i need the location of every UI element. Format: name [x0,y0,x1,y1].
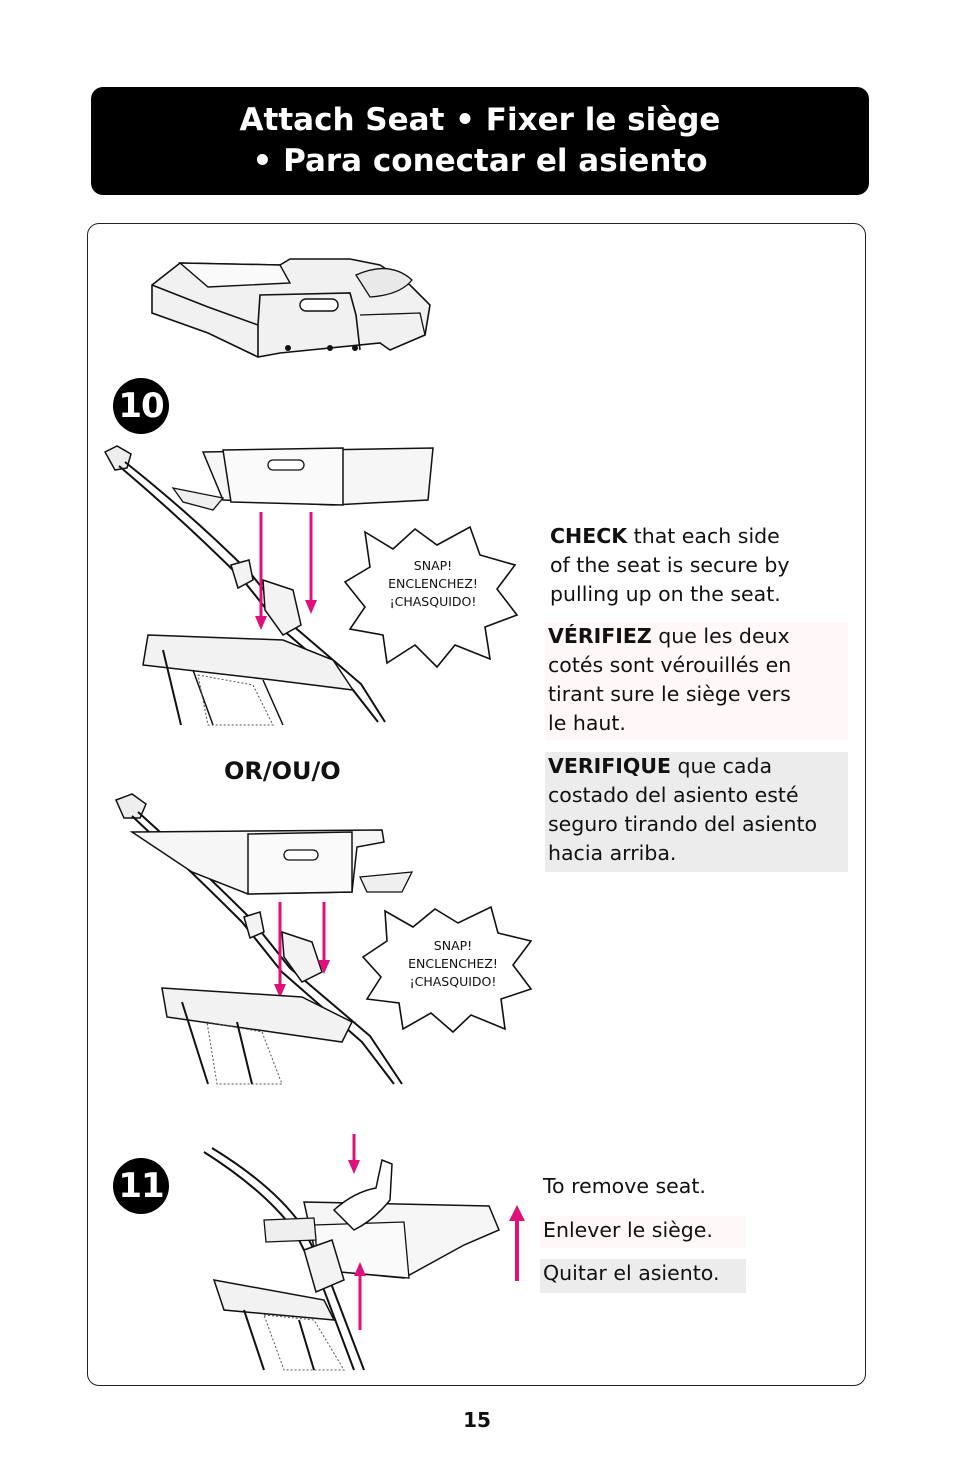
check-fr-bold: VÉRIFIEZ [548,624,652,648]
burst-1-line3: ¡CHASQUIDO! [389,594,477,609]
stroller-remove-illustration [203,1134,500,1371]
stroller-attach-illustration-b [114,793,414,1085]
header-title-line2: • Para conectar el asiento [252,143,708,179]
snap-burst-1 [343,525,519,669]
check-instruction-fr: VÉRIFIEZ que les deux cotés sont vérouil… [545,622,848,740]
burst-1-line1: SNAP! [413,558,453,573]
step-10-badge: 10 [113,378,169,434]
header-title-line1: Attach Seat • Fixer le siège [239,102,721,138]
instruction-panel [87,223,866,1386]
burst-1-text: SNAP! ENCLENCHEZ! ¡CHASQUIDO! [363,557,503,611]
check-es-bold: VERIFIQUE [548,754,671,778]
check-en-bold: CHECK [550,524,628,548]
check-es-text: que cada costado del asiento esté seguro… [548,754,818,865]
snap-burst-2 [361,905,533,1034]
remove-instruction-fr: Enlever le siège. [540,1216,746,1248]
burst-2-line3: ¡CHASQUIDO! [409,974,497,989]
seat-product-illustration [151,258,431,358]
stroller-attach-illustration-a [103,445,434,726]
burst-1-line2: ENCLENCHEZ! [388,576,478,591]
lift-up-arrow [509,1205,525,1281]
or-separator: OR/OU/O [224,757,341,785]
check-fr-text: que les deux cotés sont vérouillés en ti… [548,624,792,735]
burst-2-line1: SNAP! [433,938,473,953]
check-instruction-en: CHECK that each side of the seat is secu… [550,522,805,609]
section-header: Attach Seat • Fixer le siège • Para cone… [91,87,869,195]
page-number: 15 [463,1408,491,1432]
step-11-badge: 11 [113,1158,169,1214]
burst-2-text: SNAP! ENCLENCHEZ! ¡CHASQUIDO! [383,937,523,991]
burst-2-line2: ENCLENCHEZ! [408,956,498,971]
remove-instruction-en: To remove seat. [543,1174,706,1198]
check-instruction-es: VERIFIQUE que cada costado del asiento e… [545,752,848,872]
remove-instruction-es: Quitar el asiento. [540,1259,746,1293]
check-en-text: that each side of the seat is secure by … [550,524,790,606]
